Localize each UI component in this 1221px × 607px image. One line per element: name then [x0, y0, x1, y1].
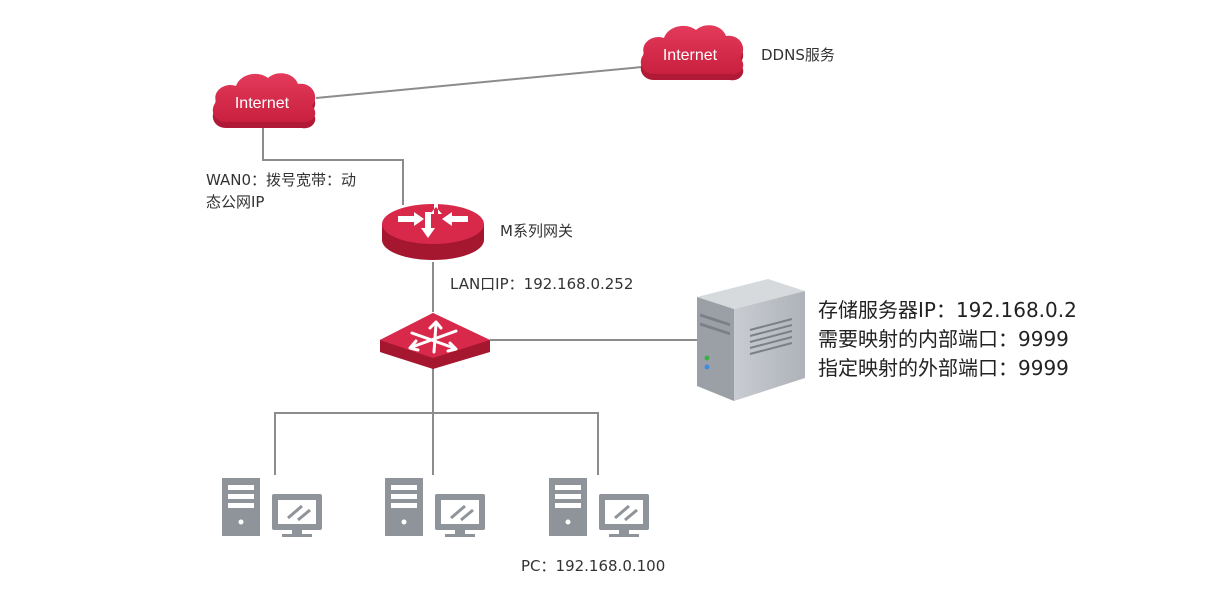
pc-ip-label: PC：192.168.0.100 — [521, 557, 666, 575]
line-internet-to-gateway — [262, 124, 404, 205]
server-internal-port-label: 需要映射的内部端口：9999 — [818, 327, 1069, 351]
internet-cloud-right-icon — [640, 25, 744, 81]
pc-icon — [385, 478, 485, 537]
switch-icon — [380, 313, 490, 369]
ddns-label: DDNS服务 — [761, 46, 835, 64]
wan-label-line1: WAN0：拨号宽带：动 — [206, 171, 357, 189]
connection-lines — [262, 66, 697, 475]
line-internet-to-ddns — [315, 66, 643, 99]
internet-right-label: Internet — [663, 47, 718, 64]
server-external-port-label: 指定映射的外部端口：9999 — [818, 356, 1069, 380]
pc-icon — [222, 478, 322, 537]
internet-left-label: Internet — [235, 95, 290, 112]
internet-cloud-left-icon — [212, 73, 316, 129]
wan-label-line2: 态公网IP — [206, 193, 265, 211]
gateway-label: M系列网关 — [500, 222, 573, 240]
server-ip-label: 存储服务器IP：192.168.0.2 — [818, 298, 1077, 322]
pc-icon — [549, 478, 649, 537]
lan-ip-label: LAN口IP：192.168.0.252 — [450, 275, 634, 293]
storage-server-icon — [697, 279, 805, 401]
pc-group — [222, 478, 649, 537]
router-icon — [382, 204, 484, 260]
line-pc-bus — [274, 412, 599, 475]
